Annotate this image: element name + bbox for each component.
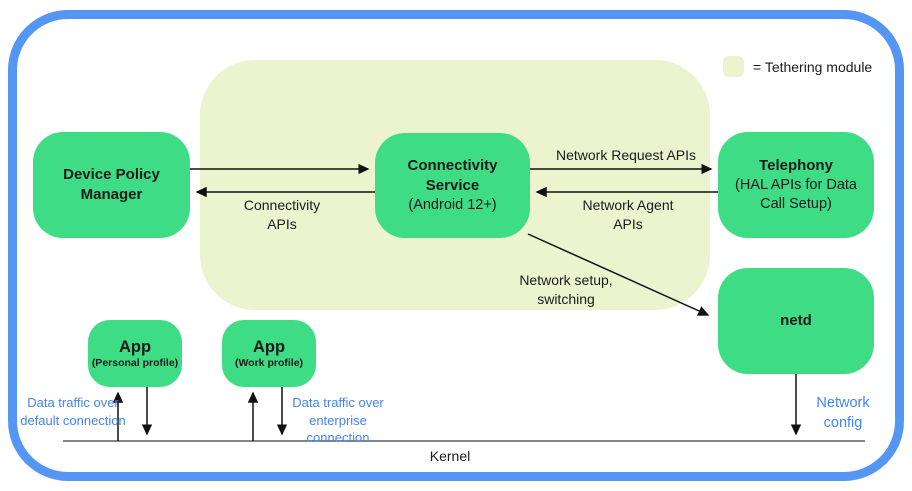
label-network-setup-switching: Network setup, switching — [519, 272, 613, 307]
box-app-work: App (Work profile) — [222, 320, 316, 387]
box-netd: netd — [718, 268, 874, 374]
box-telephony: Telephony (HAL APIs for Data Call Setup) — [718, 132, 874, 238]
label-data-traffic-default: Data traffic over default connection — [20, 395, 126, 428]
legend: = Tethering module — [723, 56, 872, 77]
label-data-traffic-enterprise: Data traffic over enterprise connection — [292, 395, 384, 446]
app-work-title: App — [252, 337, 286, 356]
telephony-title: Telephony — [759, 156, 833, 174]
label-connectivity-apis: Connectivity APIs — [243, 197, 321, 232]
outer-frame-border — [8, 10, 904, 481]
netd-title: netd — [780, 312, 812, 330]
tethering-swatch-icon — [723, 56, 744, 77]
box-app-personal: App (Personal profile) — [88, 320, 182, 387]
label-network-agent-apis: Network Agent APIs — [582, 197, 674, 232]
label-network-request-apis: Network Request APIs — [555, 147, 697, 163]
connectivity-service-subtitle: (Android 12+) — [408, 196, 497, 213]
box-device-policy-manager: Device Policy Manager — [33, 132, 190, 238]
legend-label: = Tethering module — [753, 58, 873, 75]
device-policy-manager-title: Device Policy Manager — [63, 166, 160, 203]
box-connectivity-service: Connectivity Service (Android 12+) — [375, 133, 530, 238]
connectivity-service-title: Connectivity Service — [407, 157, 498, 194]
label-kernel: Kernel — [429, 448, 471, 464]
app-personal-title: App — [118, 337, 152, 356]
app-work-subtitle: (Work profile) — [234, 356, 304, 369]
telephony-subtitle: (HAL APIs for Data Call Setup) — [735, 176, 857, 212]
app-personal-subtitle: (Personal profile) — [91, 356, 179, 369]
label-network-config: Network config — [816, 395, 870, 431]
